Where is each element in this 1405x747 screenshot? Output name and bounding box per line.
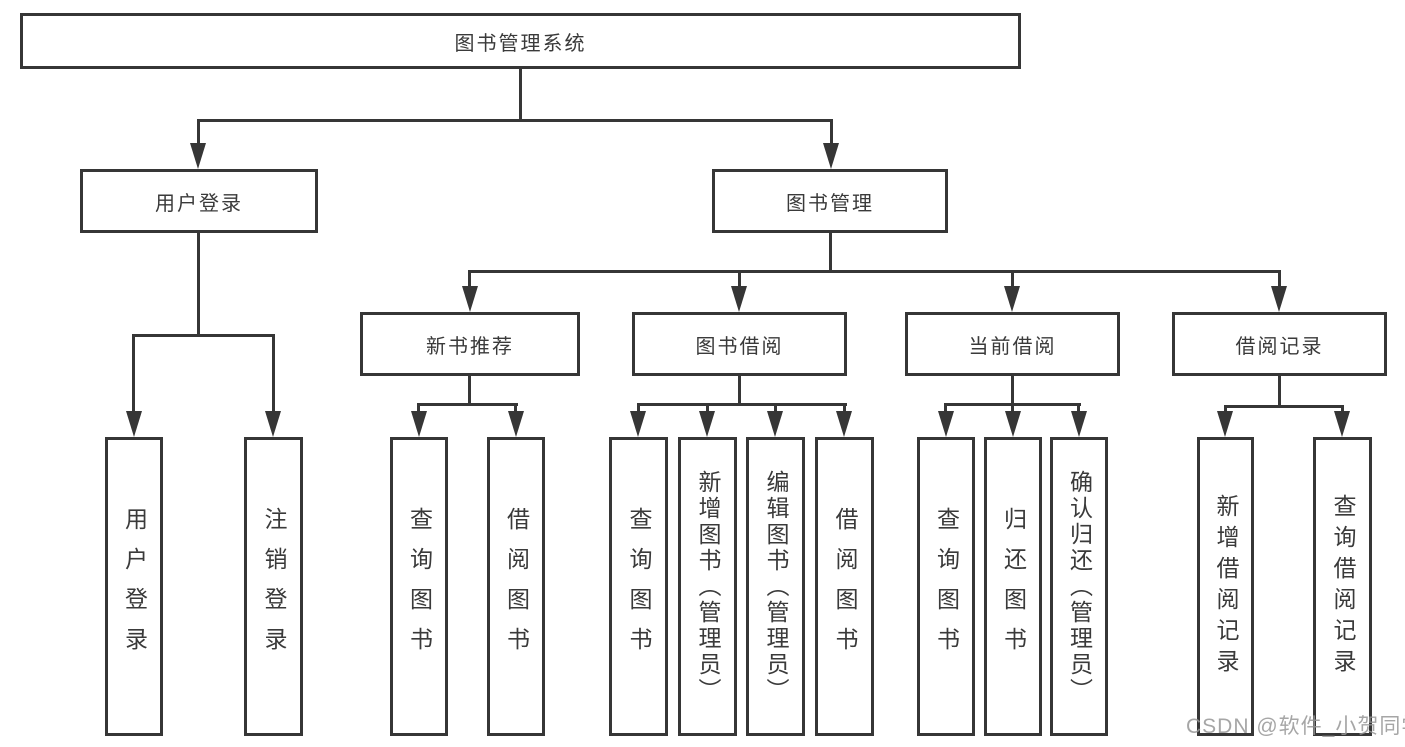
connector-user-login-rail [132,334,275,337]
connector-leaf-stem [1011,273,1014,287]
connector-nbr-down [468,376,471,406]
leaf-cb-query-books-label: 查询图书 [933,506,960,667]
connector-nbr-rail [417,403,518,406]
arrow-down-icon [190,143,206,169]
arrow-down-icon [126,411,142,437]
node-root-label: 图书管理系统 [454,32,587,55]
arrow-down-icon [411,411,427,437]
connector-leaf-stem [706,406,709,415]
leaf-cb-confirm-return-admin-label: 确认归还（管理员） [1066,469,1093,704]
arrow-down-icon [938,411,954,437]
leaf-user-login-label: 用户登录 [121,506,148,667]
arrow-down-icon [1004,286,1020,312]
connector-leaf-stem [1077,406,1080,415]
leaf-br-query-record-label: 查询借阅记录 [1330,493,1356,680]
leaf-nbr-borrow-books: 借阅图书 [487,437,545,736]
connector-leaf-stem [468,273,471,287]
arrow-down-icon [508,411,524,437]
node-current-borrowing: 当前借阅 [905,312,1120,376]
connector-leaf-stem [417,406,420,415]
connector-cb-rail [944,403,1081,406]
node-borrowing-records-label: 借阅记录 [1235,335,1324,358]
node-book-management-label: 图书管理 [786,192,874,215]
leaf-bb-query-books: 查询图书 [609,437,668,736]
node-borrowing-records: 借阅记录 [1172,312,1387,376]
leaf-cb-query-books: 查询图书 [917,437,975,736]
connector-leaf-stem [774,406,777,415]
connector-bb-rail [637,403,847,406]
arrow-down-icon [1071,411,1087,437]
arrow-down-icon [1334,411,1350,437]
arrow-down-icon [1271,286,1287,312]
connector-book-mgmt-rail [468,270,1281,273]
connector-bb-down [738,376,741,406]
node-book-management: 图书管理 [712,169,948,233]
arrow-down-icon [731,286,747,312]
leaf-logout: 注销登录 [244,437,303,736]
connector-user-login-stem [197,121,200,148]
node-user-login-label: 用户登录 [155,192,243,215]
node-book-borrowing: 图书借阅 [632,312,847,376]
arrow-down-icon [823,143,839,169]
leaf-bb-add-book-admin: 新增图书（管理员） [678,437,737,736]
node-root: 图书管理系统 [20,13,1021,69]
leaf-cb-confirm-return-admin: 确认归还（管理员） [1050,437,1108,736]
leaf-bb-edit-book-admin-label: 编辑图书（管理员） [763,469,789,704]
connector-leaf-stem [1011,406,1014,415]
arrow-down-icon [630,411,646,437]
leaf-nbr-query-books-label: 查询图书 [406,506,433,667]
leaf-user-login: 用户登录 [105,437,163,736]
node-book-borrowing-label: 图书借阅 [695,335,784,358]
csdn-watermark: CSDN @软件_小贺同学 [1186,715,1405,738]
leaf-bb-add-book-admin-label: 新增图书（管理员） [695,469,721,704]
leaf-nbr-borrow-books-label: 借阅图书 [503,506,530,667]
arrow-down-icon [699,411,715,437]
arrow-down-icon [1217,411,1233,437]
arrow-down-icon [462,286,478,312]
connector-leaf-stem [1278,273,1281,287]
connector-leaf-stem [738,273,741,287]
arrow-down-icon [767,411,783,437]
connector-book-mgmt-down [829,233,832,273]
arrow-down-icon [1005,411,1021,437]
leaf-bb-query-books-label: 查询图书 [626,506,652,667]
node-user-login: 用户登录 [80,169,318,233]
connector-leaf-stem [272,336,275,413]
connector-cb-down [1011,376,1014,406]
leaf-bb-edit-book-admin: 编辑图书（管理员） [746,437,805,736]
leaf-bb-borrow-books-label: 借阅图书 [832,506,858,667]
leaf-cb-return-books: 归还图书 [984,437,1042,736]
arrow-down-icon [265,411,281,437]
connector-leaf-stem [944,406,947,415]
connector-br-down [1278,376,1281,408]
leaf-br-add-record: 新增借阅记录 [1197,437,1254,736]
node-new-book-recommend-label: 新书推荐 [426,335,514,358]
leaf-br-add-record-label: 新增借阅记录 [1213,493,1239,680]
leaf-bb-borrow-books: 借阅图书 [815,437,874,736]
leaf-logout-label: 注销登录 [261,506,287,667]
connector-user-login-down [197,233,200,336]
connector-leaf-stem [514,406,517,415]
leaf-nbr-query-books: 查询图书 [390,437,448,736]
leaf-br-query-record: 查询借阅记录 [1313,437,1372,736]
connector-leaf-stem [843,406,846,415]
node-current-borrowing-label: 当前借阅 [968,335,1057,358]
connector-root-stem [519,69,522,121]
connector-leaf-stem [132,336,135,413]
node-new-book-recommend: 新书推荐 [360,312,580,376]
connector-root-rail [197,119,833,122]
leaf-cb-return-books-label: 归还图书 [1000,506,1027,667]
connector-book-mgmt-stem [830,121,833,148]
connector-br-rail [1224,405,1344,408]
connector-leaf-stem [637,406,640,415]
arrow-down-icon [836,411,852,437]
